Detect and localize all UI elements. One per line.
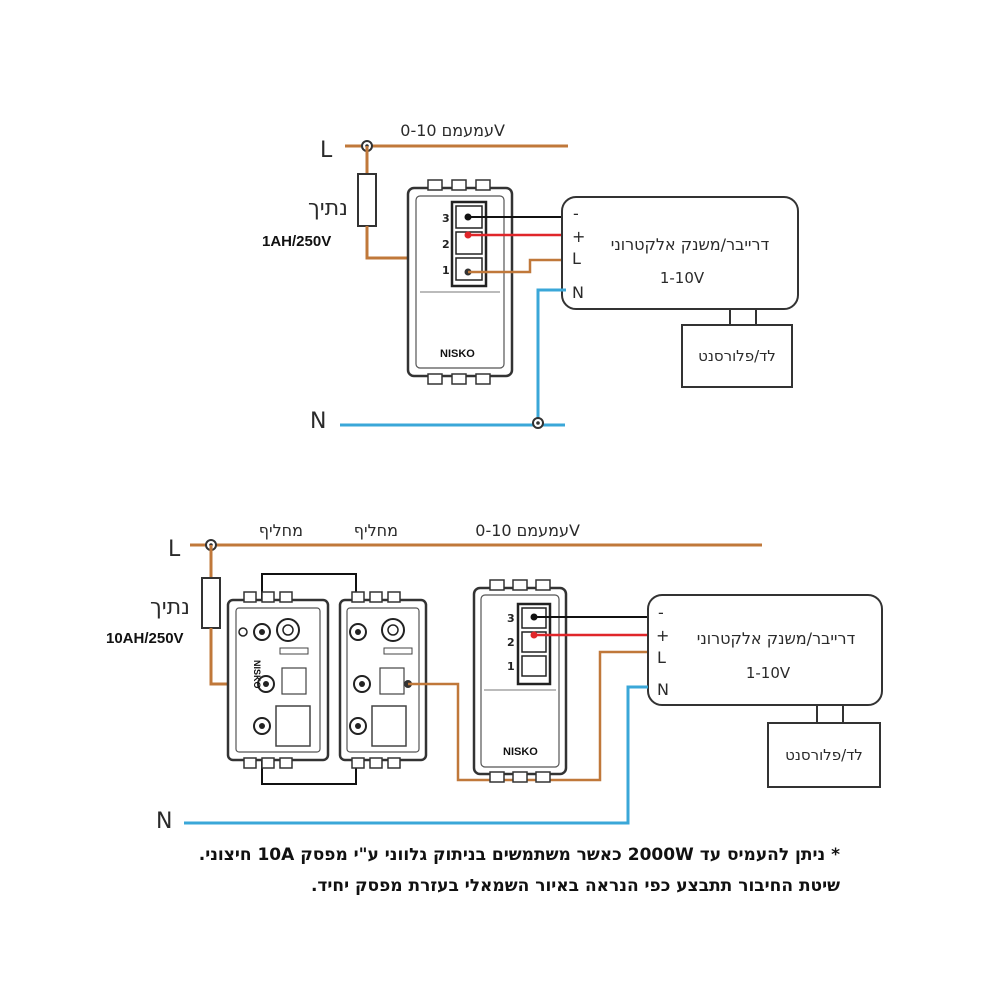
diagram-single-dimmer: L עמעמם 0-10V נתיך 1AH/250V 3 2 1 NISKO bbox=[262, 121, 799, 434]
terminal-2-label-2: 2 bbox=[507, 636, 515, 649]
fuse-rating-2: 10AH/250V bbox=[106, 630, 184, 647]
fuse-label: נתיך bbox=[308, 196, 348, 221]
fuse-label-2: נתיך bbox=[150, 595, 190, 620]
fuse-rating: 1AH/250V bbox=[262, 233, 331, 250]
switch1-label: מחליף bbox=[259, 521, 303, 540]
fuse-2 bbox=[201, 577, 221, 629]
terminal-1-label-2: 1 bbox=[507, 660, 515, 673]
driver-title: דרייבר/משנק אלקטרוני bbox=[611, 235, 770, 254]
two-way-switch-2 bbox=[338, 591, 428, 769]
driver-title-2: דרייבר/משנק אלקטרוני bbox=[697, 629, 856, 648]
driver-pin-l: L bbox=[572, 249, 581, 268]
dimmer-control-label-2: עמעמם 0-10V bbox=[475, 521, 580, 540]
terminal-1-label: 1 bbox=[442, 264, 450, 277]
footnote-line-1: * ניתן להעמיס עד 2000W כאשר משתמשים בנית… bbox=[198, 845, 840, 865]
load-box: לד/פלורסנט bbox=[681, 324, 793, 388]
driver-pin-minus: - bbox=[573, 204, 579, 223]
terminal-2-label: 2 bbox=[442, 238, 450, 251]
driver-range: 1-10V bbox=[660, 269, 705, 287]
driver-pin-l-2: L bbox=[657, 648, 666, 667]
live-label: L bbox=[320, 138, 333, 163]
neutral-label: N bbox=[310, 409, 326, 434]
switched-live-wire-2 bbox=[408, 650, 648, 782]
driver-box: - + L N דרייבר/משנק אלקטרוני 1-10V bbox=[561, 196, 799, 310]
terminal-3-label: 3 bbox=[442, 212, 450, 225]
two-way-switch-1: NISKO bbox=[226, 591, 330, 769]
dimmer-module: 3 2 1 NISKO bbox=[406, 179, 514, 385]
switch1-brand: NISKO bbox=[252, 660, 262, 689]
driver-range-2: 1-10V bbox=[746, 664, 791, 682]
terminal-3-label-2: 3 bbox=[507, 612, 515, 625]
neutral-label-2: N bbox=[156, 809, 172, 834]
driver-pin-n: N bbox=[572, 283, 584, 302]
driver-pin-n-2: N bbox=[657, 680, 669, 699]
fuse bbox=[357, 173, 377, 227]
driver-pin-plus: + bbox=[572, 227, 585, 246]
load-label: לד/פלורסנט bbox=[698, 347, 776, 365]
load-label-2: לד/פלורסנט bbox=[785, 746, 863, 764]
dimmer-module-2: 3 2 1 NISKO bbox=[472, 579, 568, 783]
neutral-line-2 bbox=[184, 685, 648, 825]
live-label-2: L bbox=[168, 537, 181, 562]
brand-logo-2: NISKO bbox=[503, 746, 538, 758]
brand-logo: NISKO bbox=[440, 348, 475, 360]
diagram-two-way-dimmer: L מחליף מחליף עמעמם 0-10V נתיך 10AH/250V bbox=[106, 521, 883, 834]
load-box-2: לד/פלורסנט bbox=[767, 722, 881, 788]
switch2-label: מחליף bbox=[354, 521, 398, 540]
footnote-line-2: שיטת החיבור תתבצע כפי הנראה באיור השמאלי… bbox=[310, 876, 840, 896]
dimmer-control-label: עמעמם 0-10V bbox=[400, 121, 505, 140]
driver-pin-minus-2: - bbox=[658, 603, 664, 622]
driver-box-2: - + L N דרייבר/משנק אלקטרוני 1-10V bbox=[647, 594, 883, 706]
driver-pin-plus-2: + bbox=[656, 626, 669, 645]
switched-live-wire bbox=[468, 258, 566, 274]
